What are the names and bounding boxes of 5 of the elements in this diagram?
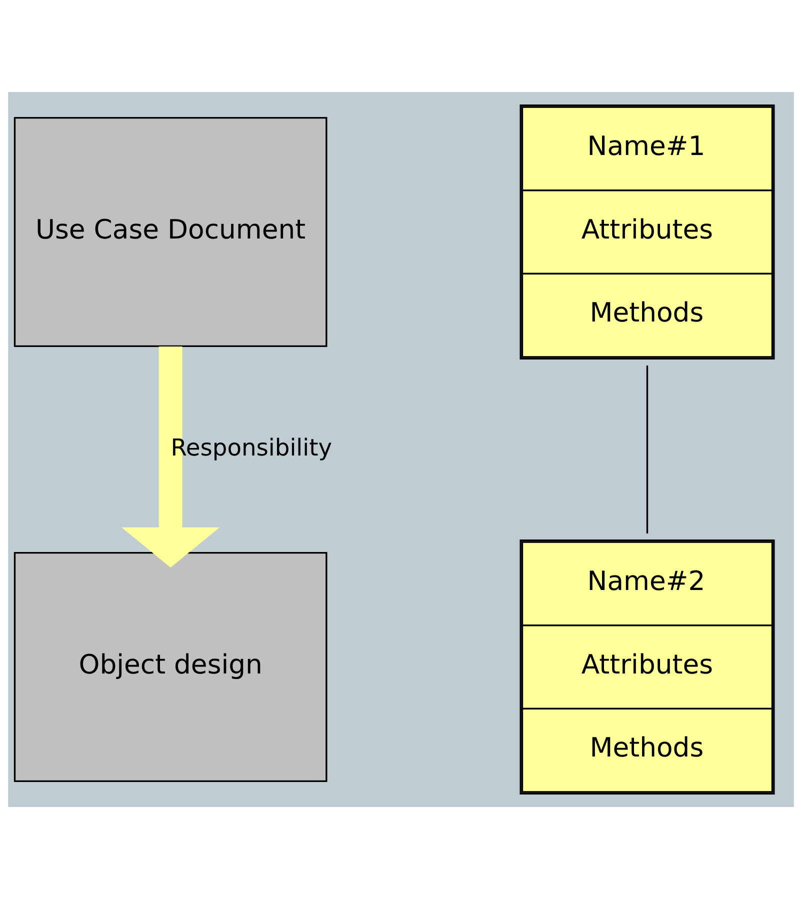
node-box: Use Case Document [14,116,328,346]
connector [646,365,648,534]
arrow [121,346,220,567]
node-box: Object design [14,552,328,782]
edge-label: Responsibility [170,433,332,462]
